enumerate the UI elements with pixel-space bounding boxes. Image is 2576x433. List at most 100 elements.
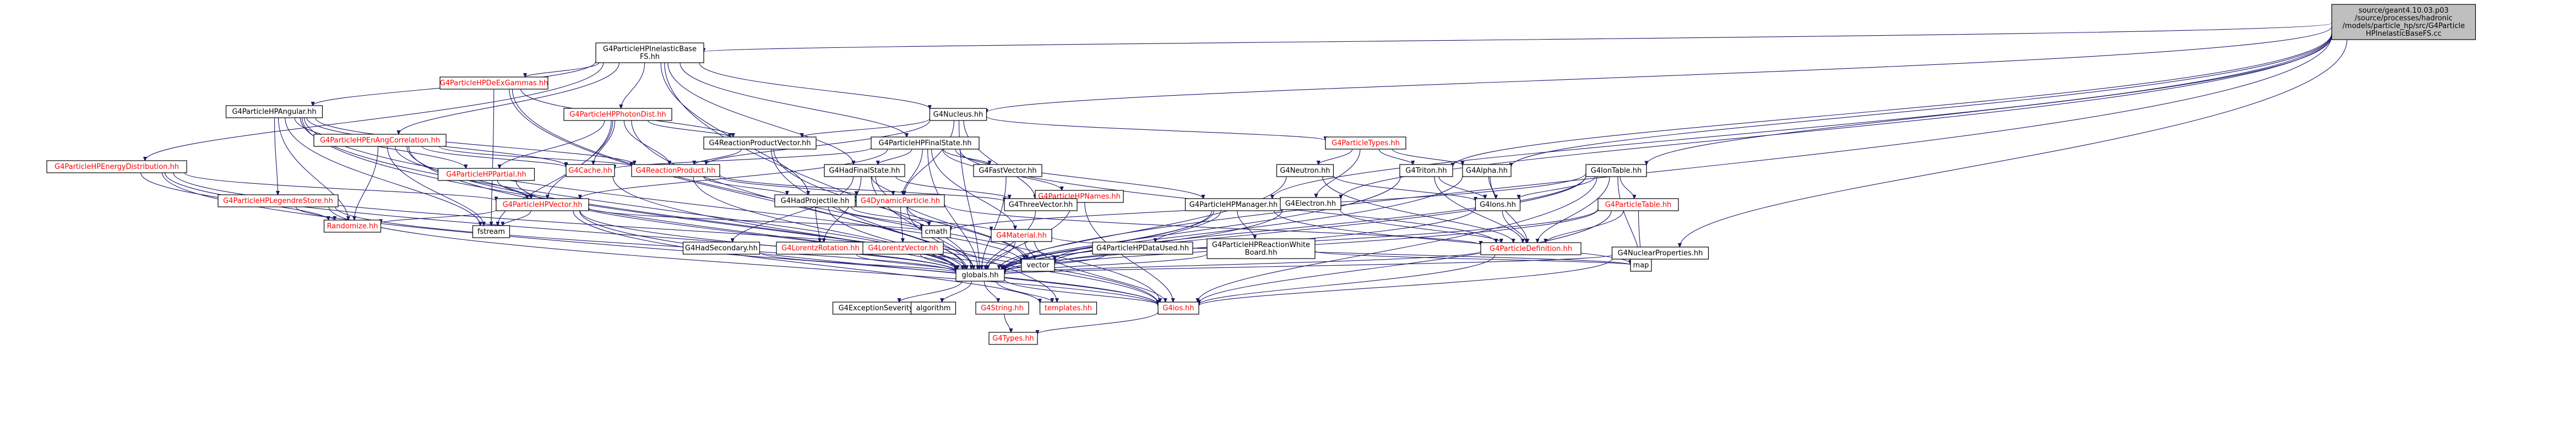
node-iontable[interactable]: G4IonTable.hh: [1585, 164, 1647, 177]
node-nuclearprops[interactable]: G4NuclearProperties.hh: [1611, 246, 1709, 260]
node-nucleus[interactable]: G4Nucleus.hh: [929, 108, 987, 121]
edge-angular-to-fstream: [285, 117, 480, 226]
node-g4types[interactable]: G4Types.hh: [988, 332, 1038, 345]
edge-hadfinal-to-dynparticle: [871, 176, 893, 195]
node-map[interactable]: map: [1630, 259, 1652, 272]
node-partial[interactable]: G4ParticleHPPartial.hh: [437, 168, 535, 181]
node-reactionproduct[interactable]: G4ReactionProduct.hh: [631, 164, 720, 177]
node-label: G4ThreeVector.hh: [1009, 201, 1073, 209]
node-fastvector[interactable]: G4FastVector.hh: [973, 164, 1042, 177]
node-label: FS.hh: [640, 53, 660, 61]
edge-hadsecondary-to-globals: [759, 251, 957, 272]
node-box: [496, 198, 589, 211]
node-prodvector[interactable]: G4ReactionProductVector.hh: [703, 136, 817, 150]
node-neutron[interactable]: G4Neutron.hh: [1276, 164, 1334, 177]
node-particletable[interactable]: G4ParticleTable.hh: [1597, 198, 1679, 211]
node-triton[interactable]: G4Triton.hh: [1399, 164, 1453, 177]
node-algorithm[interactable]: algorithm: [910, 302, 957, 315]
node-label: algorithm: [916, 304, 951, 313]
edge-hadfinal-to-hadsecondary: [732, 176, 854, 242]
node-hadprojectile[interactable]: G4HadProjectile.hh: [774, 194, 856, 207]
node-box: [929, 108, 987, 121]
node-randomize[interactable]: Randomize.hh: [323, 220, 382, 233]
edge-threevector-to-globals: [986, 210, 1036, 269]
edge-inelbase-to-photondist: [621, 62, 645, 108]
node-hpmanager[interactable]: G4ParticleHPManager.hh: [1184, 198, 1282, 211]
edge-angular-to-vector: [304, 117, 1021, 262]
node-globals[interactable]: globals.hh: [955, 268, 1005, 282]
edge-hpmanager-to-datauload: [1155, 210, 1221, 242]
node-box: [1276, 164, 1334, 177]
node-particletypes[interactable]: G4ParticleTypes.hh: [1325, 136, 1406, 150]
node-fstream[interactable]: fstream: [472, 225, 510, 238]
edge-finalstate-to-material: [931, 149, 1015, 229]
edge-nucleus-to-reactionproduct: [706, 120, 931, 165]
edge-energydist-to-hpvector: [184, 172, 496, 201]
node-g4ios[interactable]: G4ios.hh: [1157, 302, 1199, 315]
node-dynparticle[interactable]: G4DynamicParticle.hh: [856, 194, 945, 207]
node-label: G4ReactionProductVector.hh: [709, 139, 811, 147]
node-box: [975, 302, 1029, 315]
edge-ions-to-particledef: [1502, 210, 1526, 243]
node-label: G4ParticleHPReactionWhite: [1212, 241, 1310, 249]
edge-root-to-hpmanager: [1272, 33, 2333, 199]
node-finalstate[interactable]: G4ParticleHPFinalState.hh: [871, 136, 980, 150]
edge-root-to-alpha: [1511, 34, 2333, 167]
node-alpha[interactable]: G4Alpha.hh: [1462, 164, 1512, 177]
edge-angcorr-to-reactionproduct: [438, 146, 632, 166]
node-g4string[interactable]: G4String.hh: [975, 302, 1029, 315]
node-angcorr[interactable]: G4ParticleHPEnAngCorrelation.hh: [313, 134, 447, 147]
node-particledef[interactable]: G4ParticleDefinition.hh: [1480, 242, 1582, 255]
edge-globals-to-g4string: [983, 281, 998, 302]
edge-cache-to-globals: [612, 176, 958, 269]
node-label: G4ParticleHPEnergyDistribution.hh: [55, 163, 179, 171]
edge-partial-to-hpvector: [497, 180, 531, 199]
node-material[interactable]: G4Material.hh: [991, 229, 1052, 242]
node-label: G4HadFinalState.hh: [829, 167, 900, 175]
node-photondist[interactable]: G4ParticleHPPhotonDist.hh: [563, 108, 672, 121]
node-label: G4ParticleHPVector.hh: [503, 201, 583, 209]
edge-hadprojectile-to-material: [850, 206, 992, 231]
node-box: [1611, 246, 1709, 260]
node-deexgamma[interactable]: G4ParticleHPDeExGammas.hh: [439, 76, 548, 90]
edge-g4ios-to-g4types: [1037, 311, 1159, 334]
edge-hpmanager-to-map: [1274, 210, 1631, 264]
edge-globals-to-algorithm: [942, 281, 972, 302]
edge-angular-to-reactionproduct: [315, 117, 634, 165]
node-legendre[interactable]: G4ParticleHPLegendreStore.hh: [218, 194, 339, 207]
node-hadfinal[interactable]: G4HadFinalState.hh: [824, 164, 905, 177]
edge-alpha-to-particledef: [1490, 176, 1528, 243]
node-templates[interactable]: templates.hh: [1039, 302, 1097, 315]
edge-dynparticle-to-cmath: [907, 206, 929, 226]
node-angular[interactable]: G4ParticleHPAngular.hh: [225, 105, 323, 118]
node-cache[interactable]: G4Cache.hh: [566, 164, 615, 177]
node-root[interactable]: source/geant4.10.03.p03/source/processes…: [2331, 4, 2476, 40]
node-vector[interactable]: vector: [1021, 259, 1055, 272]
node-label: G4LorentzRotation.hh: [781, 244, 860, 253]
node-electron[interactable]: G4Electron.hh: [1280, 197, 1341, 210]
node-hadsecondary[interactable]: G4HadSecondary.hh: [682, 242, 760, 255]
edge-material-to-g4ios: [1034, 241, 1166, 302]
node-energydist[interactable]: G4ParticleHPEnergyDistribution.hh: [46, 160, 187, 173]
node-label: G4ParticleHPEnAngCorrelation.hh: [320, 136, 440, 145]
node-box: [1475, 198, 1521, 211]
edge-hadfinal-to-globals: [871, 176, 974, 269]
node-hpvector[interactable]: G4ParticleHPVector.hh: [496, 198, 589, 211]
edge-legendre-to-randomize: [295, 206, 334, 220]
node-threevector[interactable]: G4ThreeVector.hh: [1004, 198, 1078, 211]
edge-hpvector-to-cmath: [588, 207, 922, 231]
node-cmath[interactable]: cmath: [921, 225, 951, 238]
node-label: G4Ions.hh: [1480, 201, 1516, 209]
node-lorentzrotation[interactable]: G4LorentzRotation.hh: [776, 242, 865, 255]
node-exception[interactable]: G4ExceptionSeverity.hh: [832, 302, 930, 315]
node-lorentzvector[interactable]: G4LorentzVector.hh: [862, 242, 944, 255]
node-ions[interactable]: G4Ions.hh: [1475, 198, 1521, 211]
node-box: [991, 229, 1052, 242]
node-box: [1585, 164, 1647, 177]
node-label: G4ParticleHPFinalState.hh: [879, 139, 972, 147]
edge-iontable-to-particledef: [1537, 176, 1610, 243]
edge-inelbase-to-angcorr: [399, 62, 620, 134]
node-datauload[interactable]: G4ParticleHPDataUsed.hh: [1092, 242, 1193, 255]
